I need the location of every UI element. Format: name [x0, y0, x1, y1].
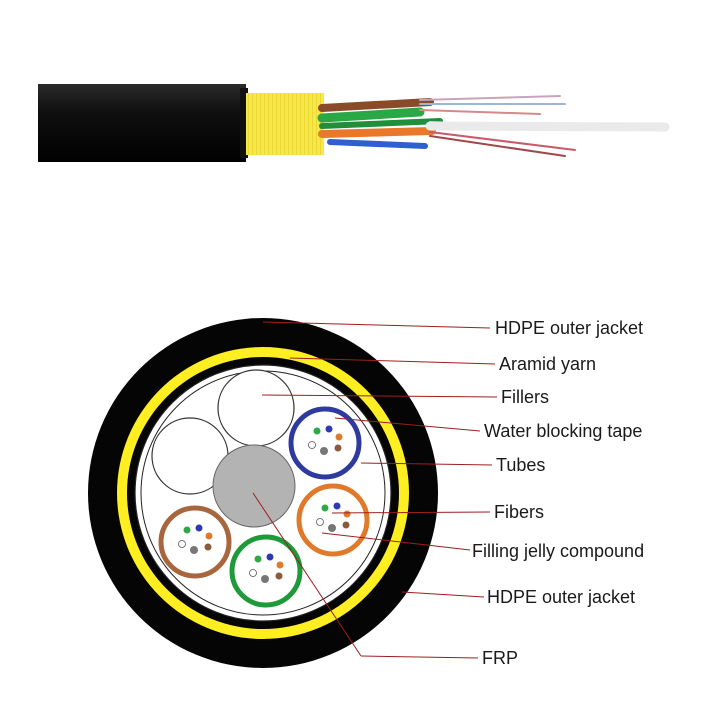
tube-blue-fiber-6	[334, 444, 342, 452]
label-fillers: Fillers	[501, 387, 549, 407]
tube-orange-ring	[296, 483, 370, 557]
filler-upper	[217, 369, 295, 447]
tube-blue-fiber-2	[325, 425, 333, 433]
label-fibers: Fibers	[494, 502, 544, 522]
tube-blue-fiber-5	[320, 447, 328, 455]
tube-orange-fiber-4	[316, 518, 324, 526]
tube-blue-fiber-1	[313, 427, 321, 435]
tube-brown-fiber-4	[178, 540, 186, 548]
label-filling-jelly-compound: Filling jelly compound	[472, 541, 644, 561]
tube-blue-fiber-4	[308, 441, 316, 449]
tube-brown	[158, 505, 232, 579]
labels: HDPE outer jacket Aramid yarn Fillers Wa…	[472, 318, 644, 668]
tube-brown-fiber-2	[195, 524, 203, 532]
label-tubes: Tubes	[496, 455, 545, 475]
tube-orange	[296, 483, 370, 557]
tube-orange-fiber-6	[342, 521, 350, 529]
aramid-yarn-section	[246, 93, 324, 155]
tube-orange-fiber-2	[333, 502, 341, 510]
tube-brown-fiber-6	[204, 543, 212, 551]
label-frp: FRP	[482, 648, 518, 668]
tube-brown-fiber-3	[205, 532, 213, 540]
tube-green-fiber-5	[261, 575, 269, 583]
tube-blue	[288, 406, 362, 480]
tube-green	[229, 534, 303, 608]
label-aramid-yarn: Aramid yarn	[499, 354, 596, 374]
tube-blue-ring	[288, 406, 362, 480]
tube-green-ring	[229, 534, 303, 608]
tube-blue-fiber-3	[335, 433, 343, 441]
frp-core	[212, 444, 296, 528]
label-hdpe-outer-jacket-top: HDPE outer jacket	[495, 318, 643, 338]
tube-green-fiber-3	[276, 561, 284, 569]
label-hdpe-outer-jacket-bottom: HDPE outer jacket	[487, 587, 635, 607]
tube-green-fiber-1	[254, 555, 262, 563]
cable-photo	[38, 84, 670, 162]
tube-brown-fiber-5	[190, 546, 198, 554]
loose-tubes-and-fibers	[317, 95, 670, 157]
tube-green-fiber-4	[249, 569, 257, 577]
tube-orange-fiber-1	[321, 504, 329, 512]
label-water-blocking-tape: Water blocking tape	[484, 421, 642, 441]
tube-orange-fiber-5	[328, 524, 336, 532]
tube-brown-fiber-1	[183, 526, 191, 534]
cable-jacket	[38, 84, 246, 162]
tube-brown-ring	[158, 505, 232, 579]
tube-green-fiber-2	[266, 553, 274, 561]
tube-green-fiber-6	[275, 572, 283, 580]
tube-orange-fiber-3	[343, 510, 351, 518]
leader-lines	[252, 321, 498, 659]
cable-cross-section: HDPE outer jacket Aramid yarn Fillers Wa…	[88, 318, 644, 668]
